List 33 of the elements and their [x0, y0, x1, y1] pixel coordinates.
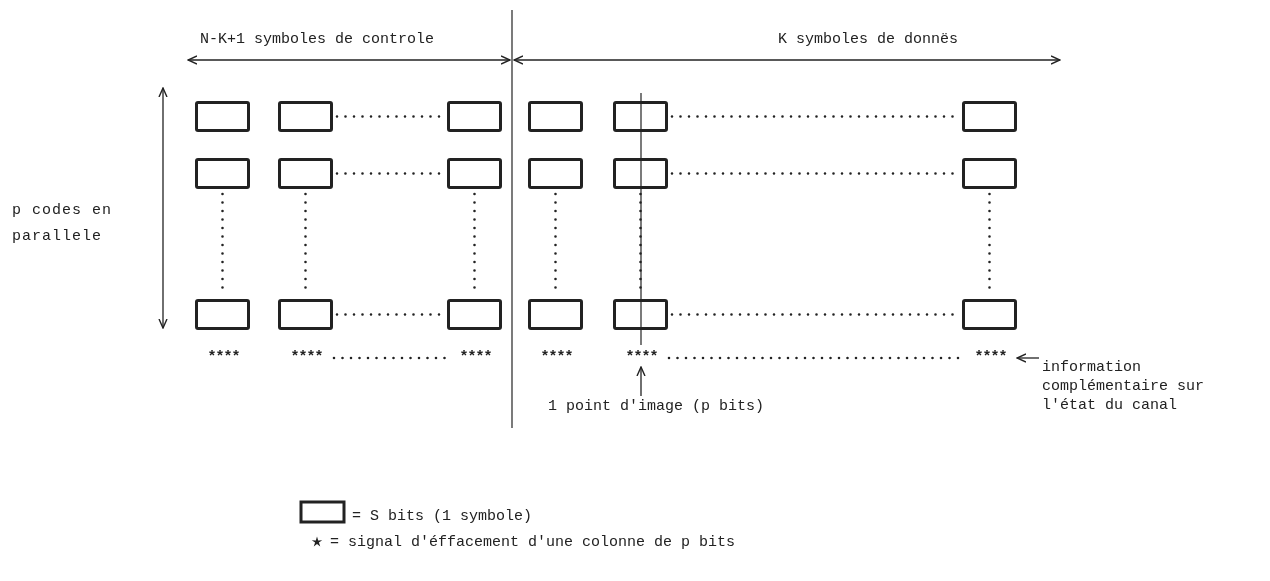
annotation-text: 1 point d'image (p bits)	[548, 397, 788, 417]
symbol-box	[278, 101, 333, 132]
symbol-box	[278, 158, 333, 189]
erasure-marks: ****	[290, 350, 323, 366]
legend-text: = signal d'éffacement d'une colonne de p bits	[330, 533, 736, 552]
annotation-text: information complémentaire sur l'état du canal	[1042, 358, 1264, 418]
erasure-marks: ****	[540, 350, 573, 366]
symbol-box	[447, 158, 502, 189]
dimension-label: p codes en parallele	[12, 201, 113, 247]
symbol-box	[613, 101, 668, 132]
symbol-box	[962, 299, 1017, 330]
symbol-box	[528, 299, 583, 330]
symbol-box	[447, 299, 502, 330]
symbol-box	[613, 158, 668, 189]
erasure-marks: ****	[625, 350, 658, 366]
legend-text: = S bits (1 symbole)	[352, 507, 533, 526]
symbol-box	[195, 101, 250, 132]
symbol-box	[613, 299, 668, 330]
erasure-marks: ****	[459, 350, 492, 366]
symbol-box	[962, 101, 1017, 132]
dimension-label: K symboles de donnës	[778, 30, 959, 49]
symbol-box	[278, 299, 333, 330]
symbol-box	[195, 299, 250, 330]
erasure-marks: ****	[207, 350, 240, 366]
symbol-box	[195, 158, 250, 189]
symbol-box	[528, 158, 583, 189]
dimension-label: N-K+1 symboles de controle	[200, 30, 435, 49]
symbol-box	[528, 101, 583, 132]
symbol-box	[447, 101, 502, 132]
erasure-marks: ****	[974, 350, 1007, 366]
leader-arrow	[636, 366, 646, 397]
symbol-box	[962, 158, 1017, 189]
leader-arrow	[1016, 353, 1040, 363]
